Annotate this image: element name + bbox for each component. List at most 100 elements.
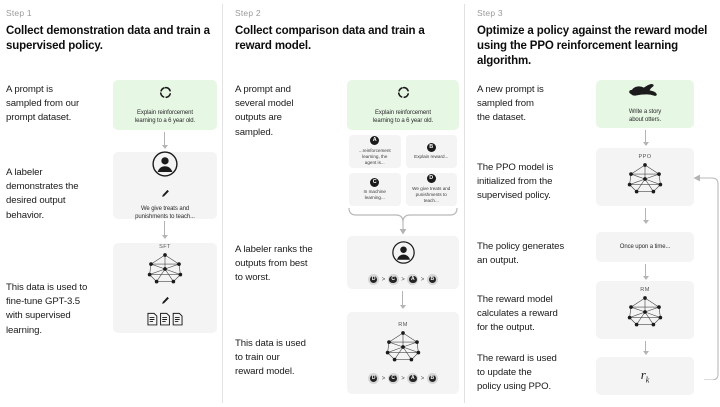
rank-chip-2: C: [387, 274, 399, 285]
step-3-arrow-1: [641, 130, 650, 146]
step-3-caption-2: The PPO model is initialized from the su…: [477, 162, 554, 202]
option-b-text: Explain reward...: [414, 154, 449, 160]
neural-net-icon: [382, 330, 424, 369]
column-divider-2: [464, 4, 465, 403]
step-2-row-1: A prompt and several model outputs are s…: [235, 83, 335, 140]
neural-net-icon: [624, 162, 666, 201]
rank-gt-1: >: [381, 276, 386, 283]
step-2-ranking-panel: D > C > A > B: [347, 236, 459, 289]
option-d-badge: D: [426, 174, 436, 184]
step-3-row-1: A new prompt is sampled from the dataset…: [477, 83, 582, 126]
step-1-sft-tag: SFT: [159, 244, 171, 250]
step-1-row-1: A prompt is sampled from our prompt data…: [6, 83, 106, 126]
step-3-arrow-2: [641, 208, 650, 224]
person-circle-icon: [151, 150, 179, 183]
column-divider-1: [222, 4, 223, 403]
step-2-row-2: A labeler ranks the outputs from best to…: [235, 243, 339, 286]
output-option-c: C In machine learning...: [349, 173, 401, 206]
step-3-label: Step 3: [477, 8, 503, 18]
rm-rank-chip-4: B: [426, 373, 438, 384]
pencil-icon: [161, 292, 170, 310]
pencil-icon: [161, 185, 170, 203]
step-2-caption-3: This data is used to train our reward mo…: [235, 338, 306, 378]
step-1-column: Step 1 Collect demonstration data and tr…: [0, 0, 223, 407]
person-circle-icon: [391, 240, 416, 270]
rm-rank-chip-2: C: [387, 373, 399, 384]
otter-icon: [628, 84, 662, 103]
step-2-rm-rank-order: D > C > A > B: [368, 373, 438, 384]
step-1-prompt-panel: Explain reinforcement learning to a 6 ye…: [113, 80, 217, 130]
step-3-output-panel: Once upon a time...: [596, 232, 694, 262]
step-2-row-3: This data is used to train our reward mo…: [235, 337, 339, 380]
step-2-rank-order: D > C > A > B: [368, 274, 438, 285]
step-3-arrow-3: [641, 264, 650, 280]
step-3-output-text: Once upon a time...: [619, 244, 671, 250]
step-1-arrow-1: [160, 132, 169, 149]
step-3-row-3: The policy generates an output.: [477, 240, 587, 268]
step-3-rm-panel: RM: [596, 281, 694, 339]
neural-net-icon: [624, 295, 666, 334]
rm-rank-gt-2: >: [401, 375, 405, 382]
step-1-caption-3: This data is used to fine-tune GPT-3.5 w…: [6, 282, 88, 336]
rank-gt-3: >: [420, 276, 425, 283]
step-2-prompt-panel: Explain reinforcement learning to a 6 ye…: [347, 80, 459, 130]
option-a-text: ...reinforcement learning, the agent is.…: [358, 147, 391, 166]
recycle-icon: [396, 85, 411, 105]
step-2-arrow-2: [398, 291, 407, 309]
step-1-label: Step 1: [6, 8, 32, 18]
step-2-rm-tag: RM: [398, 322, 408, 328]
step-3-arrow-4: [641, 341, 650, 355]
step-3-row-4: The reward model calculates a reward for…: [477, 293, 587, 336]
step-3-caption-5: The reward is used to update the policy …: [477, 353, 557, 393]
step-3-row-5: The reward is used to update the policy …: [477, 352, 587, 395]
step-3-caption-4: The reward model calculates a reward for…: [477, 294, 558, 334]
step-2-rm-panel: RM D > C > A > B: [347, 312, 459, 394]
step-3-row-2: The PPO model is initialized from the su…: [477, 161, 587, 204]
step-3-ppo-panel: PPO: [596, 148, 694, 206]
step-3-caption-3: The policy generates an output.: [477, 241, 565, 267]
step-3-prompt-panel: Write a story about otters.: [596, 80, 694, 128]
option-a-badge: A: [370, 136, 380, 146]
recycle-icon: [158, 85, 173, 105]
step-2-converge-brace: [347, 206, 459, 243]
output-option-d: D We give treats and punishments to teac…: [405, 173, 457, 206]
rank-gt-2: >: [401, 276, 405, 283]
step-2-prompt-text: Explain reinforcement learning to a 6 ye…: [372, 110, 434, 124]
rank-chip-4: B: [426, 274, 438, 285]
rank-chip-3: A: [407, 274, 419, 285]
step-1-prompt-text: Explain reinforcement learning to a 6 ye…: [134, 110, 196, 124]
step-2-caption-1: A prompt and several model outputs are s…: [235, 84, 294, 138]
step-3-ppo-tag: PPO: [638, 153, 652, 160]
step-3-caption-1: A new prompt is sampled from the dataset…: [477, 84, 544, 124]
step-2-title: Collect comparison data and train a rewa…: [235, 25, 425, 52]
option-c-badge: C: [370, 177, 380, 187]
documents-icon: [144, 312, 186, 332]
step-2-label: Step 2: [235, 8, 261, 18]
step-2-column: Step 2 Collect comparison data and train…: [223, 0, 465, 407]
step-3-title: Optimize a policy against the reward mod…: [477, 25, 708, 67]
reward-symbol-letter: r: [640, 367, 646, 383]
rm-rank-gt-3: >: [420, 375, 425, 382]
step-2-outputs-grid: A ...reinforcement learning, the agent i…: [349, 135, 457, 206]
rm-rank-gt-1: >: [381, 375, 386, 382]
output-option-b: B Explain reward...: [405, 135, 457, 168]
step-1-sft-panel: SFT: [113, 243, 217, 333]
step-1-caption-2: A labeler demonstrates the desired outpu…: [6, 167, 79, 221]
option-d-text: We give treats and punishments to teach.…: [412, 185, 451, 204]
reward-to-ppo-loop-arrow: [690, 168, 720, 385]
reward-symbol-subscript: k: [645, 375, 650, 385]
output-option-a: A ...reinforcement learning, the agent i…: [349, 135, 401, 168]
step-1-labeler-text: We give treats and punishments to teach.…: [135, 206, 195, 220]
reward-symbol: rk: [641, 367, 650, 385]
option-b-badge: B: [426, 142, 436, 152]
step-1-row-3: This data is used to fine-tune GPT-3.5 w…: [6, 281, 110, 338]
option-c-text: In machine learning...: [363, 189, 386, 201]
step-3-column: Step 3 Optimize a policy against the rew…: [465, 0, 720, 407]
step-1-caption-1: A prompt is sampled from our prompt data…: [6, 84, 80, 124]
step-3-prompt-text: Write a story about otters.: [628, 109, 662, 123]
rank-chip-1: D: [368, 274, 380, 285]
step-1-arrow-2: [160, 221, 169, 239]
step-3-rm-tag: RM: [640, 286, 650, 293]
step-1-title: Collect demonstration data and train a s…: [6, 25, 210, 52]
